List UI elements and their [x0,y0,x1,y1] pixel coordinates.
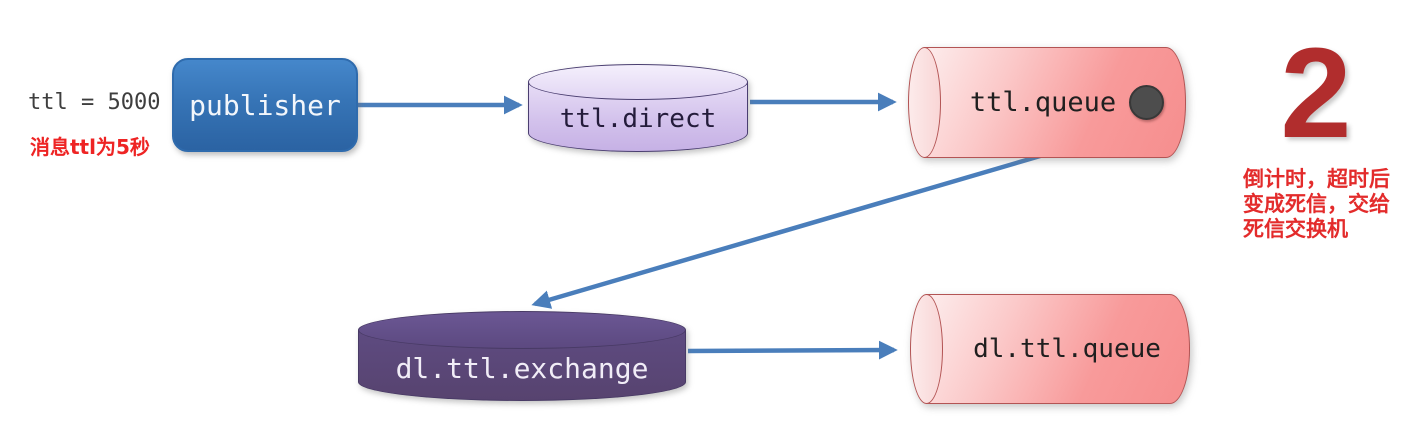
dl-ttl-exchange-label: dl.ttl.exchange [395,352,649,385]
dl-ttl-queue-label: dl.ttl.queue [973,334,1161,364]
publisher-node: publisher [172,58,358,152]
ttl-queue-label: ttl.queue [969,87,1117,118]
step-number: 2 [1280,22,1352,165]
ttl-value-text: ttl = 5000 [28,90,161,115]
cylinder-top-ellipse [358,311,686,349]
ttl-queue-node: ttl.queue [908,47,1186,158]
ttl-direct-exchange-node: ttl.direct [528,64,748,152]
cylinder-body [926,294,1190,404]
ttl-note-text: 消息ttl为5秒 [30,135,150,159]
arrow-queue-to-dl-exchange [531,151,1048,309]
step-note-text: 倒计时，超时后 变成死信，交给 死信交换机 [1243,167,1406,242]
step-note-line: 变成死信，交给 [1243,192,1390,216]
ttl-direct-label: ttl.direct [559,104,717,134]
dl-ttl-queue-node: dl.ttl.queue [910,294,1190,404]
arrow-dl-exchange-to-dl-queue [687,340,898,360]
message-dot-icon [1129,85,1165,120]
cylinder-left-cap [908,47,941,158]
cylinder-top-ellipse [528,64,748,100]
dl-ttl-exchange-node: dl.ttl.exchange [358,311,686,401]
publisher-label: publisher [189,88,341,122]
step-note-line: 倒计时，超时后 [1243,167,1390,191]
cylinder-left-cap [910,294,943,404]
step-note-line: 死信交换机 [1243,217,1348,241]
